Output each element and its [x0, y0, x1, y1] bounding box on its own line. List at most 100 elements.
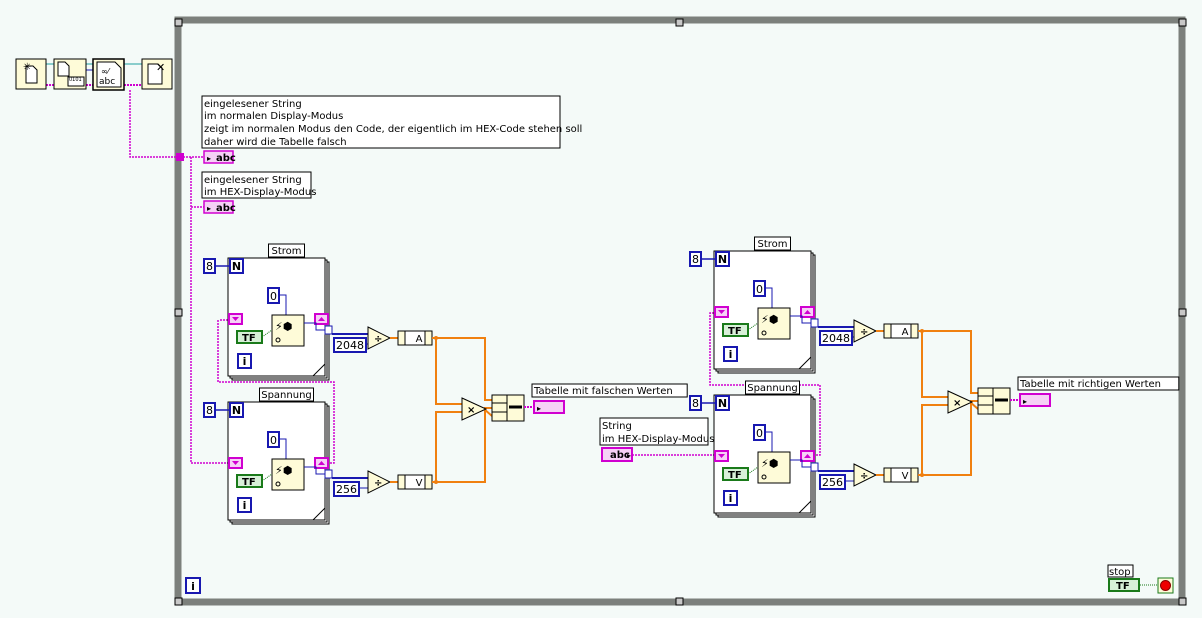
svg-text:i: i	[243, 499, 247, 512]
svg-text:A: A	[902, 327, 909, 338]
divisor-constant[interactable]	[819, 330, 853, 346]
array-output-tunnel	[810, 462, 819, 472]
read-binary-icon[interactable]: 0101	[53, 58, 87, 90]
svg-text:i: i	[191, 580, 195, 593]
divisor-constant[interactable]	[819, 474, 846, 490]
svg-text:×: ×	[953, 398, 961, 409]
table-indicator[interactable]	[1019, 393, 1051, 407]
svg-text:abc: abc	[216, 153, 236, 164]
svg-text:Spannung: Spannung	[747, 383, 798, 394]
svg-text:✕: ✕	[156, 61, 165, 74]
multiply-node[interactable]	[947, 390, 974, 414]
resize-handle[interactable]	[1178, 18, 1187, 27]
svg-text:N: N	[232, 260, 241, 273]
svg-text:÷: ÷	[374, 334, 382, 345]
string-indicator-normal[interactable]: abc ▸	[203, 150, 236, 164]
iteration-terminal: i	[185, 577, 201, 594]
svg-text:eingelesener String: eingelesener String	[204, 99, 302, 110]
svg-text:÷: ÷	[860, 471, 868, 482]
array-output-tunnel	[324, 325, 333, 335]
svg-text:▸: ▸	[1023, 397, 1027, 406]
unflatten-from-string-node[interactable]	[757, 307, 791, 340]
svg-text:i: i	[243, 355, 247, 368]
table-label	[1017, 376, 1180, 391]
divide-node[interactable]	[367, 470, 392, 494]
divisor-constant[interactable]	[333, 481, 360, 497]
right-spannung-arith: 256÷V	[818, 463, 919, 490]
count-terminal	[715, 395, 730, 411]
divide-node[interactable]	[853, 463, 878, 487]
loop-iteration-terminal	[237, 497, 252, 513]
svg-text:im HEX-Display-Modus: im HEX-Display-Modus	[204, 187, 316, 198]
unflatten-from-string-node[interactable]	[271, 314, 305, 347]
svg-text:∞⁄: ∞⁄	[101, 67, 111, 76]
svg-text:i: i	[729, 348, 733, 361]
svg-text:Tabelle mit falschen Werten: Tabelle mit falschen Werten	[533, 386, 673, 397]
resize-handle[interactable]	[174, 308, 183, 317]
divide-node[interactable]	[853, 319, 878, 343]
loop-iteration-terminal	[723, 346, 738, 362]
svg-text:⚡⬢: ⚡⬢	[275, 464, 292, 477]
svg-text:8: 8	[206, 404, 213, 417]
stop-condition-icon[interactable]	[1157, 577, 1174, 594]
svg-text:2048: 2048	[336, 339, 364, 352]
svg-text:TF: TF	[728, 326, 742, 337]
svg-text:im HEX-Display-Modus: im HEX-Display-Modus	[602, 434, 714, 445]
svg-text:Spannung: Spannung	[261, 390, 312, 401]
svg-text:8: 8	[206, 260, 213, 273]
unflatten-from-string-node[interactable]	[271, 458, 305, 491]
left-strom-arith: 2048÷A	[332, 326, 433, 353]
count-terminal	[715, 251, 730, 267]
svg-text:256: 256	[336, 483, 357, 496]
resize-handle[interactable]	[675, 18, 684, 27]
divide-node[interactable]	[367, 326, 392, 350]
open-file-icon[interactable]: ✳	[15, 58, 47, 90]
stop-button-control[interactable]: stop TF	[1107, 564, 1158, 592]
svg-text:8: 8	[692, 397, 699, 410]
while-loop[interactable]	[174, 16, 1187, 606]
multiply-node[interactable]	[461, 397, 488, 421]
string-control-hex[interactable]: abc ▸	[601, 447, 633, 462]
resize-handle[interactable]	[675, 597, 684, 606]
svg-text:▸: ▸	[537, 404, 541, 413]
count-terminal	[229, 402, 244, 418]
string-indicator-hex[interactable]: abc ▸	[203, 200, 236, 214]
svg-text:N: N	[718, 397, 727, 410]
svg-text:2048: 2048	[822, 332, 850, 345]
resize-handle[interactable]	[1178, 308, 1187, 317]
svg-text:⚡⬢: ⚡⬢	[275, 320, 292, 333]
svg-text:TF: TF	[728, 470, 742, 481]
close-file-icon[interactable]: ✕	[141, 58, 173, 90]
resize-handle[interactable]	[174, 597, 183, 606]
table-indicator[interactable]	[533, 400, 565, 414]
unflatten-from-string-node[interactable]	[757, 451, 791, 484]
svg-text:0: 0	[756, 427, 763, 440]
svg-text:daher wird die Tabelle falsch: daher wird die Tabelle falsch	[204, 137, 347, 148]
loop-label	[745, 380, 800, 395]
svg-text:⚡⬢: ⚡⬢	[761, 457, 778, 470]
abc-string-icon[interactable]: ∞⁄ abc	[92, 58, 125, 91]
svg-text:×: ×	[467, 405, 475, 416]
svg-text:TF: TF	[1116, 581, 1130, 592]
svg-text:Tabelle mit richtigen Werten: Tabelle mit richtigen Werten	[1019, 379, 1161, 390]
svg-text:⚡⬢: ⚡⬢	[761, 313, 778, 326]
svg-text:V: V	[416, 478, 423, 489]
shift-register-tunnel	[176, 153, 184, 161]
svg-text:Strom: Strom	[271, 246, 301, 257]
svg-text:÷: ÷	[374, 478, 382, 489]
svg-text:0: 0	[756, 283, 763, 296]
resize-handle[interactable]	[1178, 597, 1187, 606]
resize-handle[interactable]	[174, 18, 183, 27]
loop-iteration-terminal	[723, 490, 738, 506]
svg-text:abc: abc	[99, 77, 115, 87]
left-output: × ▸ Tabelle mit falschen Werten	[432, 336, 688, 484]
divisor-constant[interactable]	[333, 337, 367, 353]
right-output: × ▸ Tabelle mit richtigen Werten	[918, 329, 1180, 477]
svg-text:8: 8	[692, 253, 699, 266]
svg-text:V: V	[902, 471, 909, 482]
